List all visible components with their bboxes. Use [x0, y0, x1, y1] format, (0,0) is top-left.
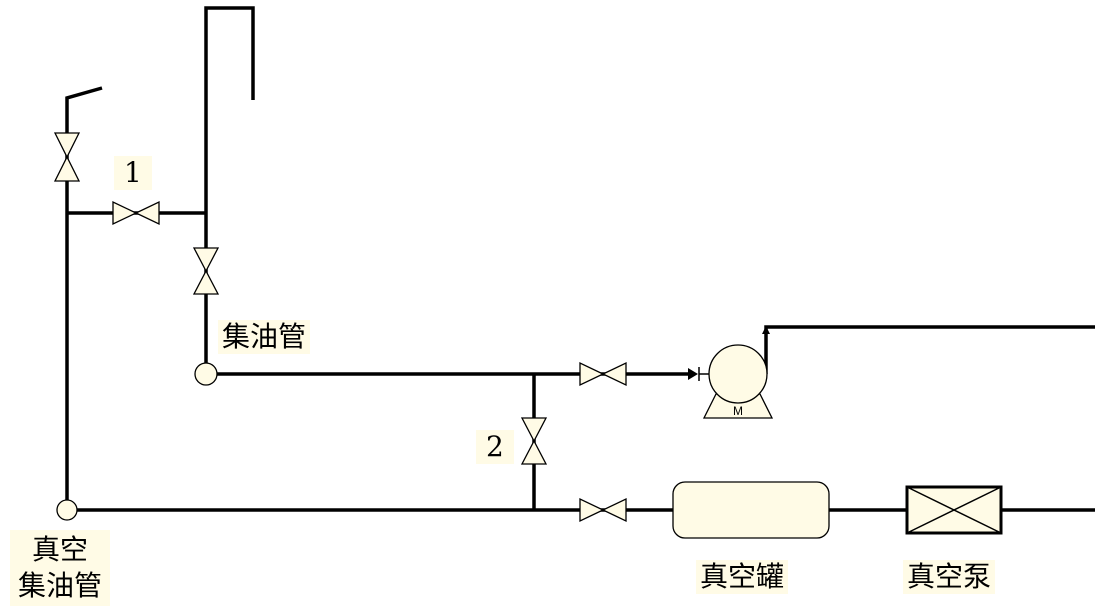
vacuum-collector-end — [56, 499, 78, 521]
motor-pump[interactable] — [702, 326, 774, 419]
collector-pipe-end — [194, 362, 218, 386]
valve-riser[interactable] — [192, 247, 220, 295]
pipe-vent-top — [65, 86, 103, 100]
vacuum-tank-label: 真空罐 — [696, 560, 789, 594]
valve-1-label: 1 — [114, 156, 152, 190]
pipe-pump-discharge — [764, 325, 1095, 374]
check-valve-icon — [688, 367, 710, 381]
vacuum-tank[interactable] — [672, 481, 830, 539]
valve-tank-inlet[interactable] — [579, 497, 627, 523]
pipe-riser-loop — [204, 6, 255, 248]
valve-1[interactable] — [112, 200, 160, 226]
valve-2[interactable] — [520, 417, 548, 465]
valve-pump-inlet[interactable] — [579, 361, 627, 387]
vacuum-collector-label: 真空 集油管 — [10, 530, 111, 606]
vacuum-collector-label-line1: 真空 — [32, 533, 89, 566]
vacuum-collector-label-line2: 集油管 — [18, 569, 103, 602]
collector-pipe-label: 集油管 — [218, 320, 311, 354]
valve-vent[interactable] — [53, 132, 81, 182]
vacuum-pump[interactable] — [905, 485, 1003, 535]
motor-label: M — [733, 404, 743, 418]
valve-2-label: 2 — [476, 430, 514, 464]
vacuum-pump-label: 真空泵 — [903, 560, 996, 594]
